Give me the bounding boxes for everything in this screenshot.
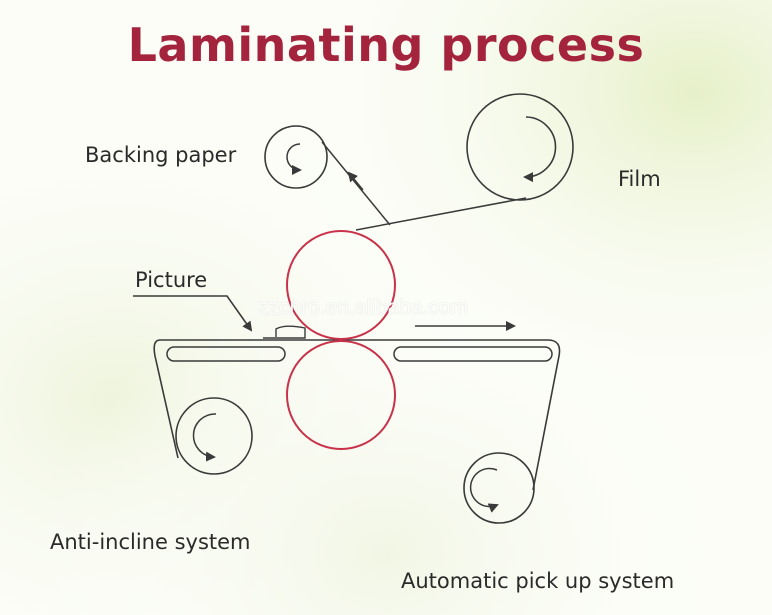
film-roll bbox=[466, 93, 574, 201]
backing-paper-label: Backing paper bbox=[85, 143, 237, 167]
backing-paper-web-line bbox=[321, 141, 391, 226]
anti-incline-rotation-icon bbox=[192, 413, 217, 462]
bottom-pressure-roller bbox=[286, 340, 396, 450]
backing-paper-rotation-icon bbox=[286, 143, 302, 175]
anti-incline-roller bbox=[175, 397, 253, 475]
conveyor-belt bbox=[153, 339, 561, 491]
belt-slot-left bbox=[166, 346, 286, 362]
picture-pointer bbox=[133, 295, 253, 332]
pick-up-label: Automatic pick up system bbox=[401, 569, 675, 593]
belt-slot-right bbox=[393, 346, 553, 362]
page-title: Laminating process bbox=[127, 18, 645, 72]
film-web-line bbox=[355, 197, 527, 231]
anti-incline-label: Anti-incline system bbox=[50, 530, 251, 554]
backing-paper-roll bbox=[264, 125, 328, 189]
backing-paper-direction-arrow bbox=[347, 171, 364, 191]
watermark-text: zzchro.en.alibaba.com bbox=[258, 296, 469, 319]
film-label: Film bbox=[618, 167, 661, 191]
picture-label: Picture bbox=[135, 268, 208, 292]
picture-sheet bbox=[263, 325, 306, 339]
pick-up-roller bbox=[463, 452, 535, 524]
pick-up-rotation-icon bbox=[469, 467, 499, 513]
top-pressure-roller bbox=[286, 230, 396, 340]
film-rotation-icon bbox=[523, 116, 557, 183]
